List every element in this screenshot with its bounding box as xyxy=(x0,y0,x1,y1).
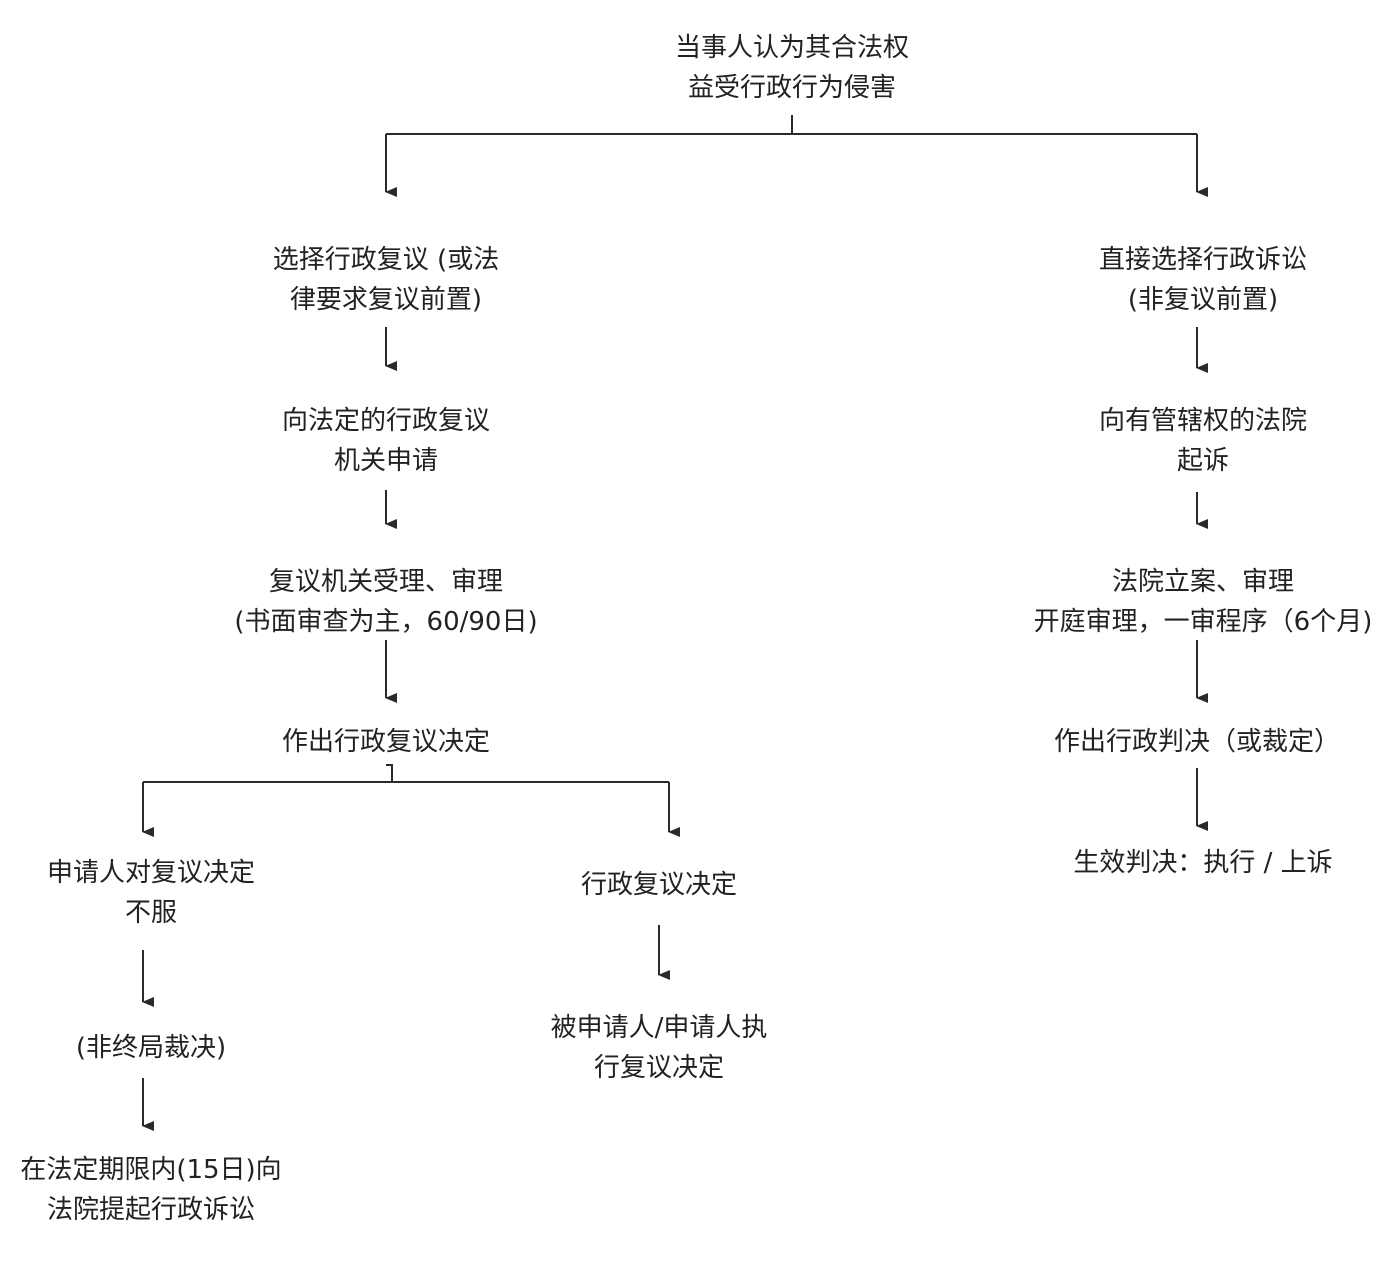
node-text-line: 开庭审理，一审程序（6个月) xyxy=(1033,607,1373,637)
node-text-line: 机关申请 xyxy=(333,446,439,476)
node-text-line: 法院提起行政诉讼 xyxy=(46,1195,255,1225)
node-text-line: 当事人认为其合法权 xyxy=(674,33,910,63)
node-text-line: (非终局裁决) xyxy=(75,1033,227,1063)
node-text-line: 行复议决定 xyxy=(593,1053,725,1083)
node-text-line: 作出行政判决（或裁定） xyxy=(1053,727,1341,757)
connector-decision-stem xyxy=(386,764,393,782)
node-review-acceptance: 复议机关受理、审理 (书面审查为主，60/90日) xyxy=(234,562,537,642)
node-non-final-ruling: (非终局裁决) xyxy=(76,1028,226,1068)
node-apply-review-authority: 向法定的行政复议 机关申请 xyxy=(282,401,490,481)
node-file-with-court: 向有管辖权的法院 起诉 xyxy=(1099,401,1307,481)
node-text-line: 向法定的行政复议 xyxy=(281,406,491,436)
node-text-line: 复议机关受理、审理 xyxy=(268,567,503,597)
node-text-line: 法院立案、审理 xyxy=(1111,567,1294,597)
node-text-line: 作出行政复议决定 xyxy=(281,727,491,757)
node-text-line: 申请人对复议决定 xyxy=(46,858,256,888)
node-applicant-dissatisfied: 申请人对复议决定 不服 xyxy=(47,853,255,933)
node-text-line: (非复议前置) xyxy=(1127,285,1279,315)
node-text-line: 起诉 xyxy=(1176,446,1230,476)
node-text-line: 向有管辖权的法院 xyxy=(1098,406,1308,436)
node-review-decision: 作出行政复议决定 xyxy=(282,722,490,762)
node-text-line: 生效判决：执行 / 上诉 xyxy=(1073,848,1333,878)
node-text-line: 被申请人/申请人执 xyxy=(550,1013,768,1043)
node-text-line: 律要求复议前置) xyxy=(289,285,483,315)
node-review-decision-result: 行政复议决定 xyxy=(581,865,737,905)
node-root-infringement: 当事人认为其合法权 益受行政行为侵害 xyxy=(675,28,909,108)
node-administrative-judgment: 作出行政判决（或裁定） xyxy=(1054,722,1340,762)
node-execute-review-decision: 被申请人/申请人执 行复议决定 xyxy=(551,1008,768,1088)
node-text-line: 不服 xyxy=(124,898,178,928)
node-choose-administrative-review: 选择行政复议 (或法 律要求复议前置) xyxy=(273,240,499,320)
node-court-trial: 法院立案、审理 开庭审理，一审程序（6个月) xyxy=(1034,562,1373,642)
node-text-line: 选择行政复议 (或法 xyxy=(272,245,500,275)
node-text-line: 直接选择行政诉讼 xyxy=(1098,245,1308,275)
node-text-line: 益受行政行为侵害 xyxy=(687,73,897,103)
node-text-line: 行政复议决定 xyxy=(580,870,738,900)
node-sue-within-deadline: 在法定期限内(15日)向 法院提起行政诉讼 xyxy=(20,1150,281,1230)
node-text-line: (书面审查为主，60/90日) xyxy=(234,607,538,637)
node-text-line: 在法定期限内(15日)向 xyxy=(20,1155,282,1185)
node-direct-litigation: 直接选择行政诉讼 (非复议前置) xyxy=(1099,240,1307,320)
node-effective-judgment: 生效判决：执行 / 上诉 xyxy=(1073,843,1332,883)
